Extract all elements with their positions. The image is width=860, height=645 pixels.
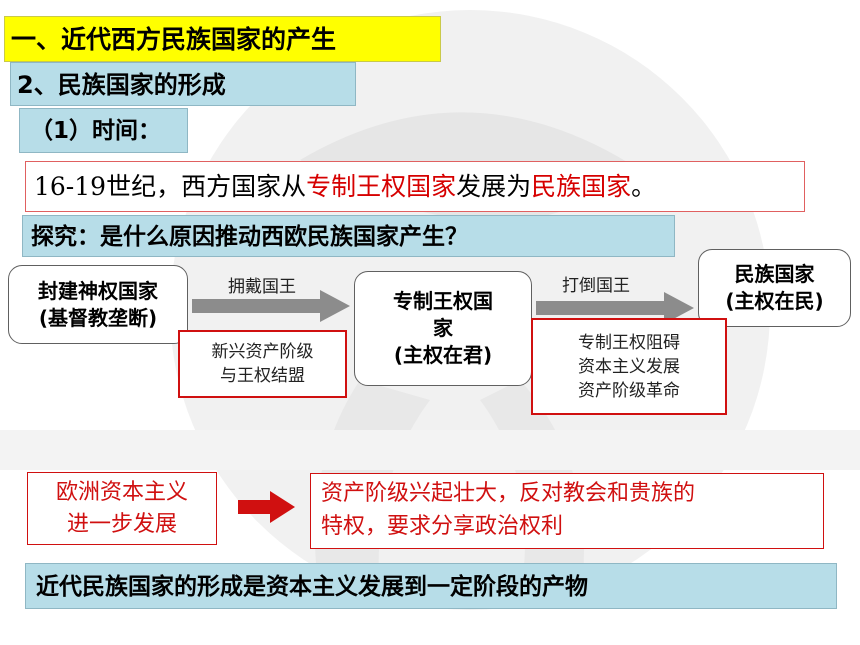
effect-line1: 资产阶级兴起壮大，反对教会和贵族的 <box>321 481 696 506</box>
reason-box-2: 专制王权阻碍 资本主义发展 资产阶级革命 <box>531 318 727 415</box>
flow-arrow-1 <box>192 290 350 322</box>
cause-effect-arrow <box>238 491 295 523</box>
conclusion: 近代民族国家的形成是资本主义发展到一定阶段的产物 <box>25 563 837 609</box>
stage1-line1: 封建神权国家 <box>38 278 158 303</box>
reason2-line3: 资产阶级革命 <box>578 380 680 401</box>
stage3-line2: (主权在民) <box>725 289 824 313</box>
stage-absolute-monarchy-state: 专制王权国 家 (主权在君) <box>354 271 532 386</box>
subsection-heading: 2、民族国家的形成 <box>10 62 356 106</box>
time-heading: （1）时间： <box>19 108 188 153</box>
cause-line1: 欧洲资本主义 <box>55 479 188 505</box>
reason1-line2: 与王权结盟 <box>220 366 305 386</box>
period-middle: 发展为 <box>456 172 532 201</box>
stage-feudal-theocratic-state: 封建神权国家 (基督教垄断) <box>8 265 188 344</box>
arrow1-label: 拥戴国王 <box>228 277 296 297</box>
stage2-line2: 家 <box>433 316 453 340</box>
explore-question: 探究：是什么原因推动西欧民族国家产生？ <box>22 215 675 257</box>
reason1-line1: 新兴资产阶级 <box>211 342 314 362</box>
reason2-line2: 资本主义发展 <box>578 356 680 377</box>
stage1-line2: (基督教垄断) <box>38 305 158 330</box>
period-prefix: 16-19世纪，西方国家从 <box>34 172 307 201</box>
section-heading: 一、近代西方民族国家的产生 <box>4 16 441 62</box>
cause-box: 欧洲资本主义 进一步发展 <box>27 472 217 545</box>
effect-line2: 特权，要求分享政治权利 <box>321 514 564 539</box>
stage2-line3: (主权在君) <box>393 343 493 367</box>
reason2-line1: 专制王权阻碍 <box>578 332 680 353</box>
time-period-statement: 16-19世纪，西方国家从专制王权国家发展为民族国家。 <box>25 161 805 212</box>
period-to: 民族国家 <box>531 172 632 201</box>
flow-arrow-2 <box>536 292 694 324</box>
stage3-line1: 民族国家 <box>734 262 815 286</box>
effect-box: 资产阶级兴起壮大，反对教会和贵族的 特权，要求分享政治权利 <box>310 473 824 549</box>
arrow2-label: 打倒国王 <box>562 276 630 296</box>
cause-line2: 进一步发展 <box>66 511 177 537</box>
stage-nation-state: 民族国家 (主权在民) <box>698 249 851 327</box>
period-from: 专制王权国家 <box>306 172 457 201</box>
period-suffix: 。 <box>631 172 657 201</box>
reason-box-1: 新兴资产阶级 与王权结盟 <box>178 330 347 398</box>
stage2-line1: 专制王权国 <box>393 289 493 313</box>
